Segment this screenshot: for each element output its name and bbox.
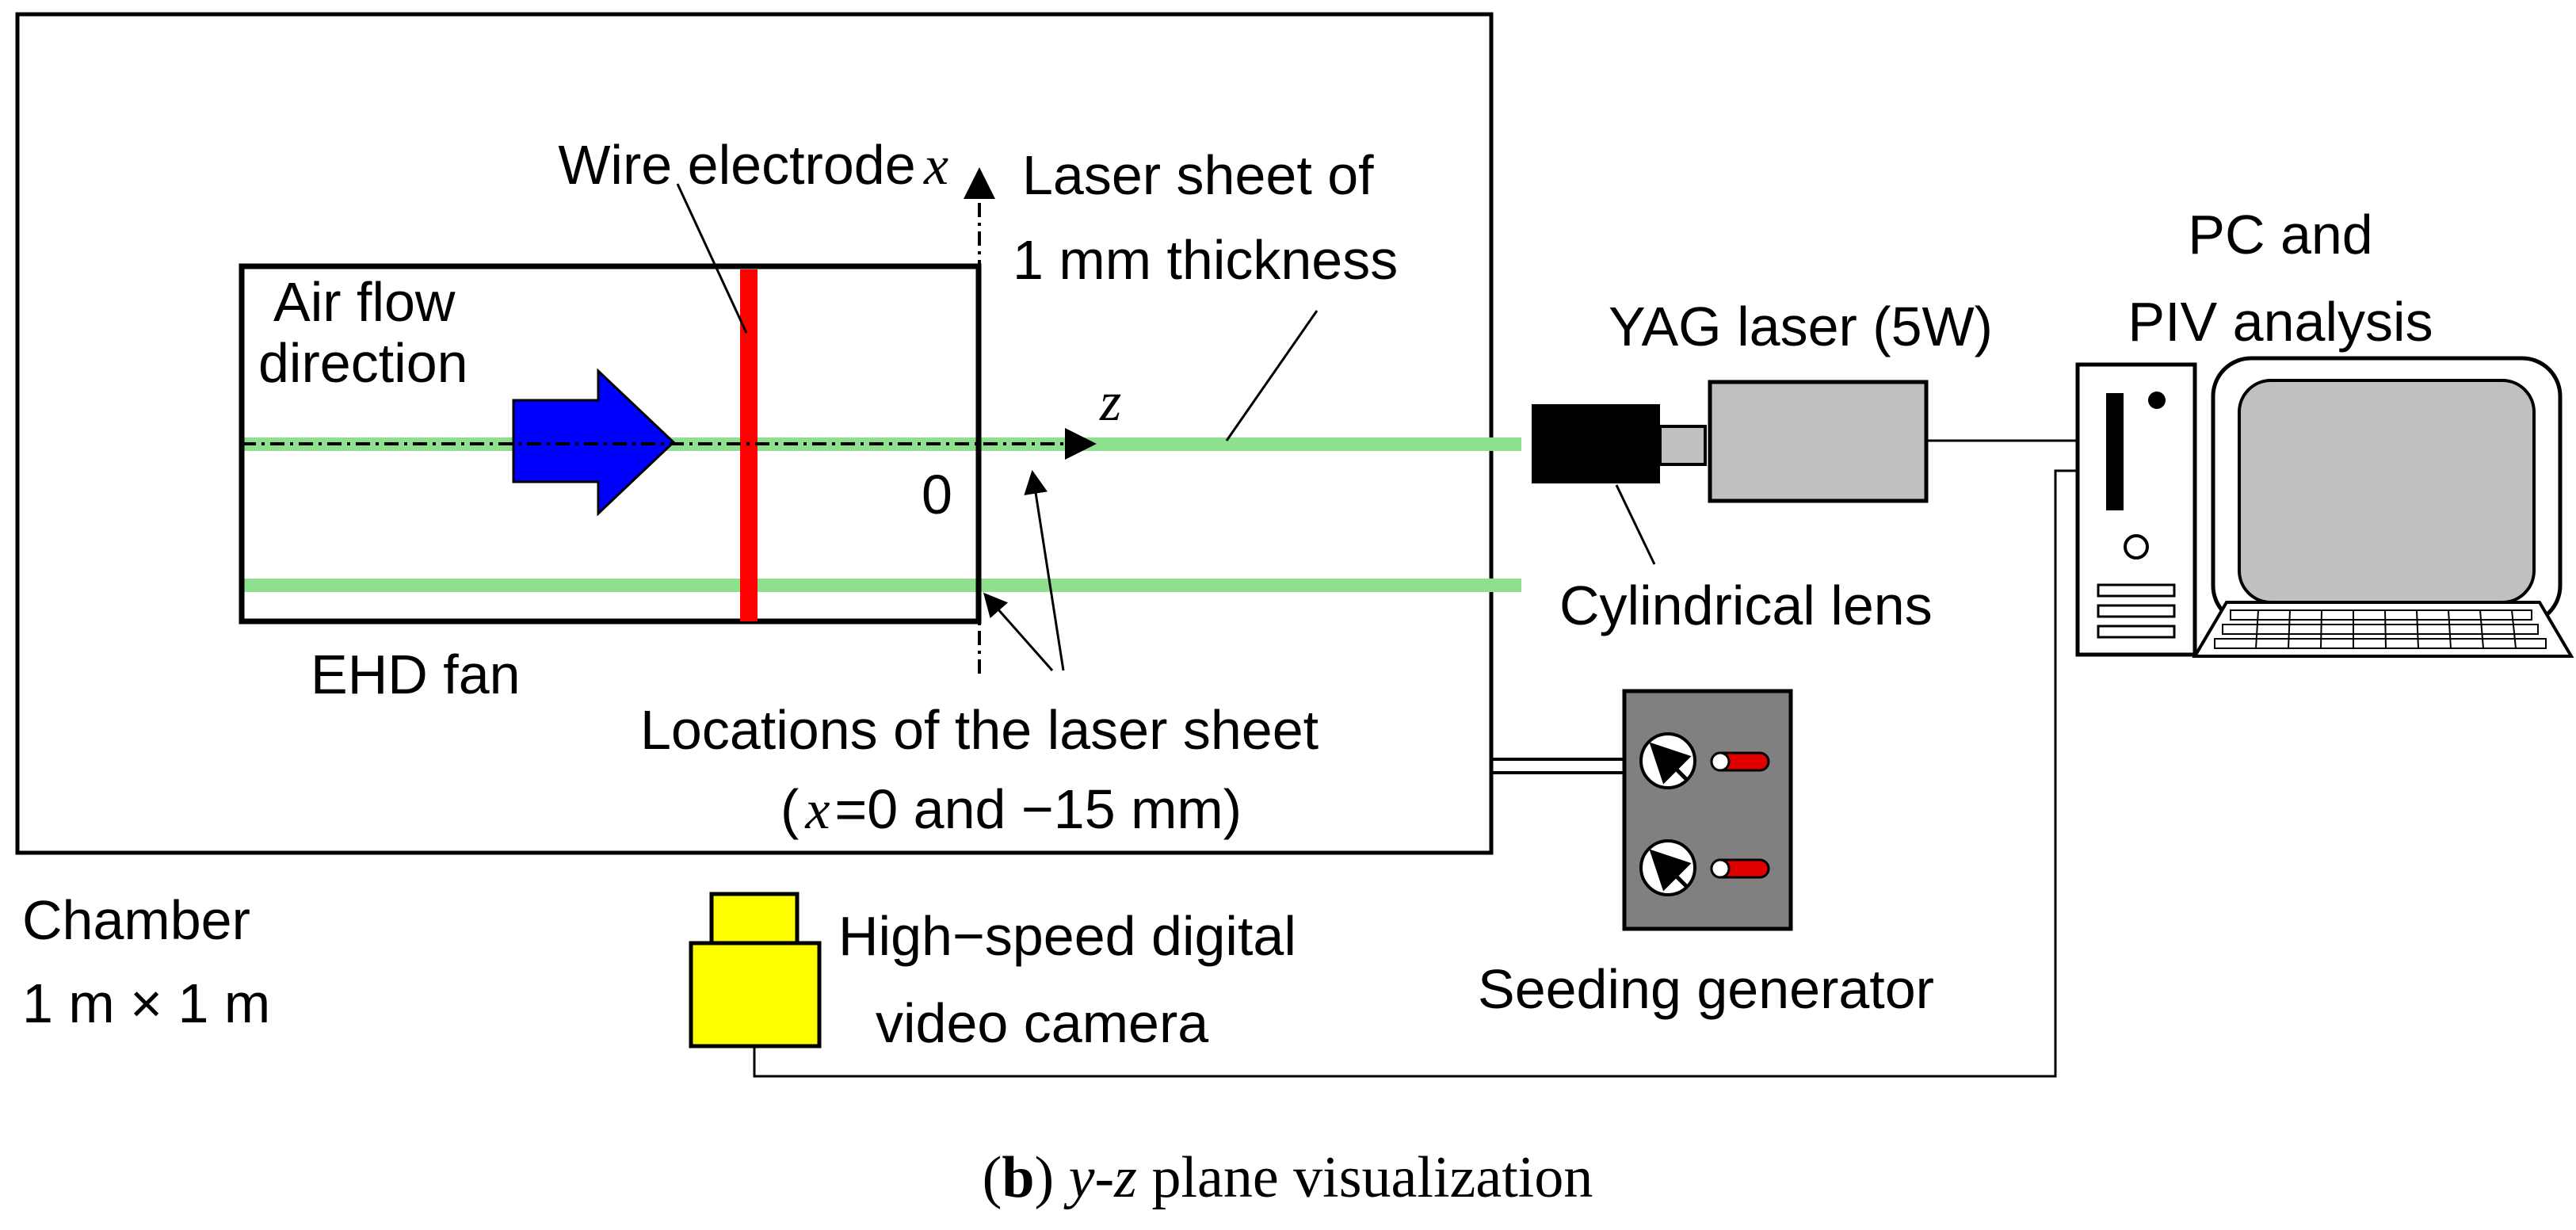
caption-plane: y-z [1063,1145,1137,1210]
pc-label-1: PC and [2188,204,2372,265]
cylindrical-lens-leader [1615,484,1656,565]
locations-values: =0 and −15 mm) [834,778,1242,840]
locations-paren: ( [780,778,799,840]
seeding-switch-2-knob [1710,858,1731,879]
caption-letter: b [1002,1145,1034,1210]
locations-label-2: (x=0 and −15 mm) [780,778,1242,841]
yag-laser-body [1708,380,1929,503]
camera-label-2: video camera [876,992,1208,1054]
locations-arrow-2 [983,592,1054,671]
chamber-label-1: Chamber [22,889,250,951]
chamber-boundary [15,12,1494,855]
x-axis-label: x [923,136,948,197]
laser-sheet-label-1: Laser sheet of [1022,144,1374,206]
camera-label-1: High−speed digital [838,905,1296,967]
cylindrical-lens [1532,404,1660,483]
yag-laser-label: YAG laser (5W) [1609,296,1993,357]
seeding-dial-2-needle [1649,849,1692,892]
camera-top [709,892,800,945]
seeding-dial-1-needle [1649,742,1692,785]
caption-text: plane visualization [1137,1145,1593,1210]
air-flow-label-1: Air flow [273,271,456,333]
pc-bay-1 [2097,583,2176,598]
cable-camera-pc [753,469,2078,1078]
pc-label-2: PIV analysis [2128,291,2433,353]
laser-sheet-label-2: 1 mm thickness [1013,229,1398,291]
pc-bay-2 [2097,604,2176,618]
air-flow-label-2: direction [258,332,468,394]
laser-sheet-leader [1225,310,1319,441]
pc-monitor-screen [2238,379,2536,604]
camera-body [689,941,822,1049]
seeding-generator-label: Seeding generator [1478,958,1934,1020]
chamber-label-2: 1 m × 1 m [22,972,270,1034]
wire-electrode-label: Wire electrode [558,134,915,196]
origin-label: 0 [922,464,952,525]
laser-sheet-x-15 [242,579,1521,592]
pc-keyboard-key-dividers [2255,609,2517,649]
seeding-switch-1-knob [1710,751,1731,772]
pc-power-button [2124,534,2149,560]
ehd-fan-label: EHD fan [311,644,521,705]
pc-drive-slot [2106,393,2124,510]
pc-keyboard-keys [2214,609,2547,649]
cylindrical-lens-label: Cylindrical lens [1559,575,1933,636]
figure-caption: (b) y-z plane visualization [983,1145,1593,1210]
seeding-generator [1622,689,1793,931]
wire-electrode-leader [676,183,748,334]
z-axis-label: z [1099,372,1121,433]
locations-label-1: Locations of the laser sheet [640,699,1319,761]
locations-arrow-1 [1024,470,1065,671]
pc-led [2148,392,2166,409]
pc-bay-3 [2097,625,2176,639]
locations-x: x [804,780,830,841]
lens-mount [1658,425,1707,466]
